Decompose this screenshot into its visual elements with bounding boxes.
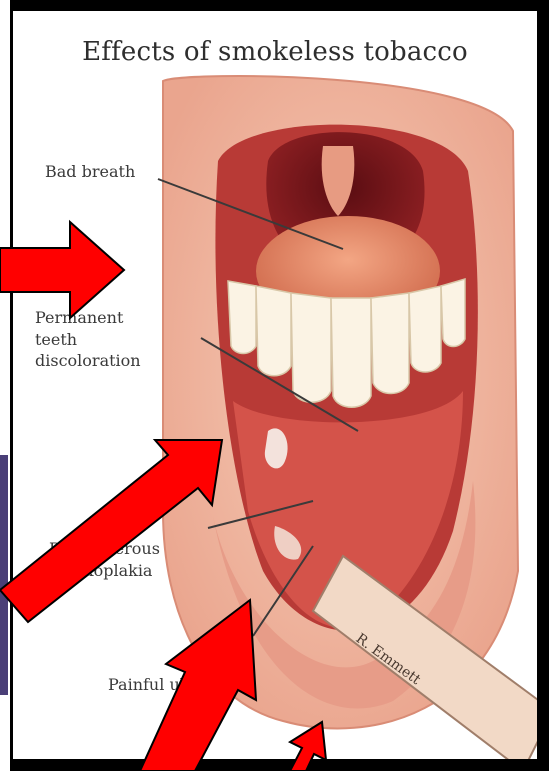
- arrow-icon: [290, 722, 326, 771]
- arrow-icon: [0, 440, 222, 622]
- arrow-icon: [0, 222, 124, 318]
- arrow-icon: [140, 600, 256, 771]
